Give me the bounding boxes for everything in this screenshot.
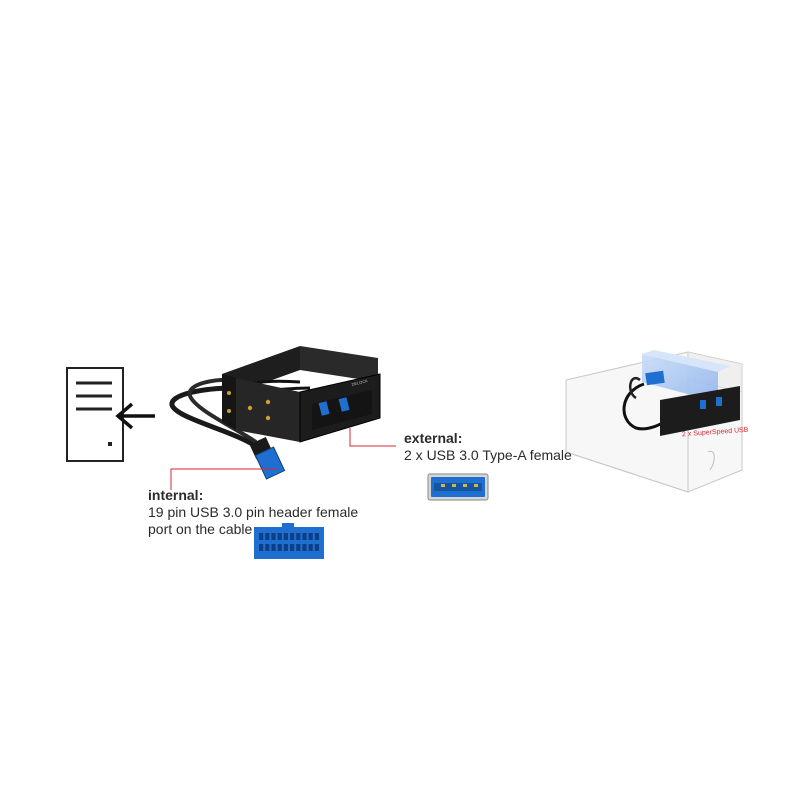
usb-pin-header-icon <box>254 523 324 559</box>
usb-header-connector <box>249 436 286 480</box>
usb-type-a-port-icon <box>427 473 489 501</box>
external-line-1: 2 x USB 3.0 Type-A female <box>404 447 572 463</box>
header-pin-hole <box>302 544 307 551</box>
header-pin-hole <box>277 533 282 540</box>
header-pin-hole <box>296 544 301 551</box>
header-pin-hole <box>308 544 313 551</box>
pc-case-illustration <box>565 350 743 493</box>
header-pin-hole <box>290 544 295 551</box>
header-pin-hole <box>283 544 288 551</box>
external-label: external: 2 x USB 3.0 Type-A female <box>404 430 572 464</box>
header-pin-hole <box>302 533 307 540</box>
header-pin-hole <box>308 533 313 540</box>
internal-heading: internal: <box>148 487 204 503</box>
header-pin-hole <box>314 533 319 540</box>
header-pin-hole <box>290 533 295 540</box>
svg-text:DELOCK: DELOCK <box>351 378 368 387</box>
header-pin-hole <box>283 533 288 540</box>
header-pin-hole <box>271 544 276 551</box>
pc-tower-icon <box>66 367 124 462</box>
front-panel-bracket: DELOCK <box>222 346 381 443</box>
callout-lines <box>170 428 396 490</box>
header-pin-hole <box>259 533 264 540</box>
pin-grid <box>259 533 319 551</box>
internal-line-2: port on the cable <box>148 521 253 537</box>
internal-line-1: 19 pin USB 3.0 pin header female <box>148 504 359 520</box>
header-pin-hole <box>314 544 319 551</box>
header-pin-hole <box>265 533 270 540</box>
header-pin-hole <box>271 533 276 540</box>
header-pin-hole <box>277 544 282 551</box>
insert-arrow-icon <box>115 402 155 430</box>
external-heading: external: <box>404 430 463 446</box>
header-pin-hole <box>296 533 301 540</box>
header-pin-hole <box>259 544 264 551</box>
internal-label: internal: 19 pin USB 3.0 pin header fema… <box>148 487 358 538</box>
header-pin-hole <box>265 544 270 551</box>
